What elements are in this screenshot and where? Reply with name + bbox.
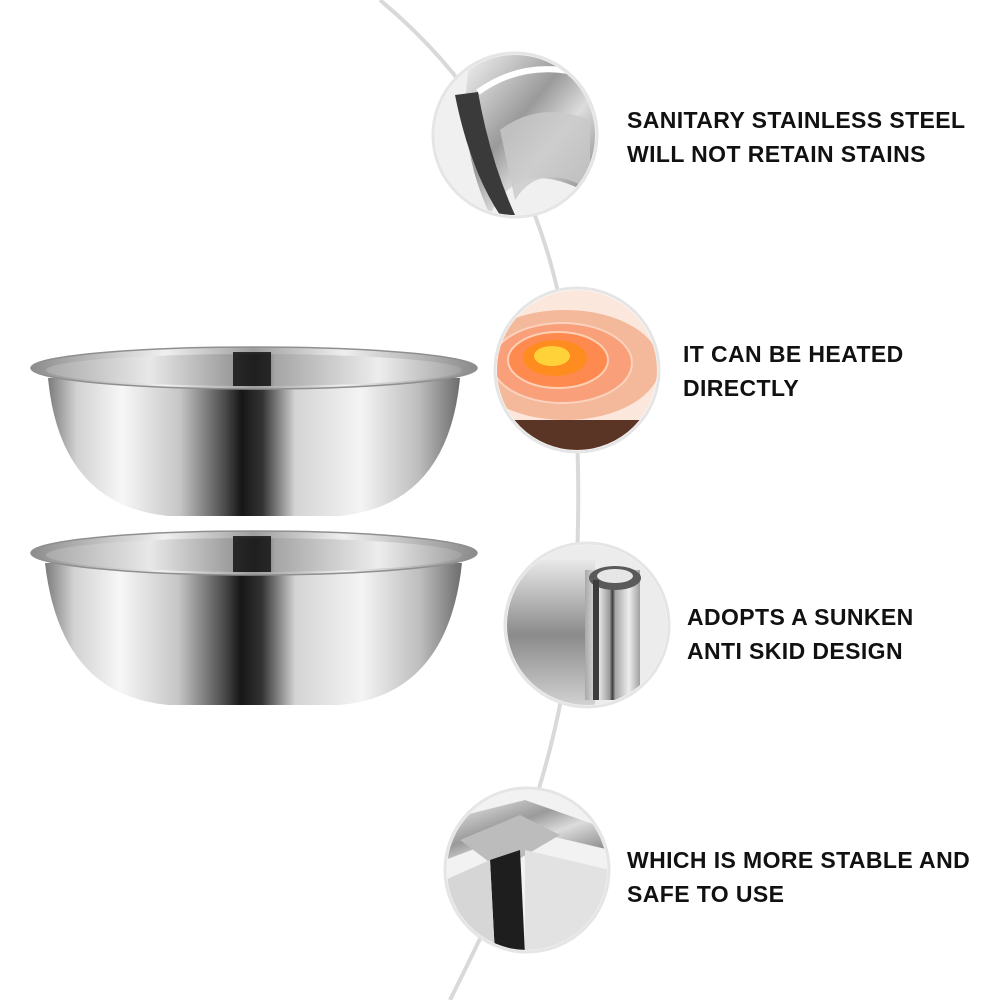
feature-text-stable: WHICH IS MORE STABLE AND SAFE TO USE — [627, 843, 970, 911]
feature-line: ADOPTS A SUNKEN — [687, 604, 914, 630]
feature-line: SAFE TO USE — [627, 881, 785, 907]
feature-text-anti-skid: ADOPTS A SUNKEN ANTI SKID DESIGN — [687, 600, 914, 668]
stable-base-icon — [443, 786, 611, 954]
feature-line: ANTI SKID DESIGN — [687, 638, 903, 664]
feature-line: SANITARY STAINLESS STEEL — [627, 107, 966, 133]
bowl-bottom — [30, 530, 478, 705]
steel-rim-closeup-icon — [431, 51, 599, 219]
feature-line: DIRECTLY — [683, 375, 800, 401]
feature-text-heating: IT CAN BE HEATED DIRECTLY — [683, 337, 904, 405]
heat-rings-icon — [493, 286, 661, 454]
feature-line: WILL NOT RETAIN STAINS — [627, 141, 926, 167]
feature-line: WHICH IS MORE STABLE AND — [627, 847, 971, 873]
bowl-top — [30, 346, 478, 516]
feature-line: IT CAN BE HEATED — [683, 341, 904, 367]
feature-text-sanitary: SANITARY STAINLESS STEEL WILL NOT RETAIN… — [627, 103, 965, 171]
rolled-edge-icon — [503, 541, 671, 709]
